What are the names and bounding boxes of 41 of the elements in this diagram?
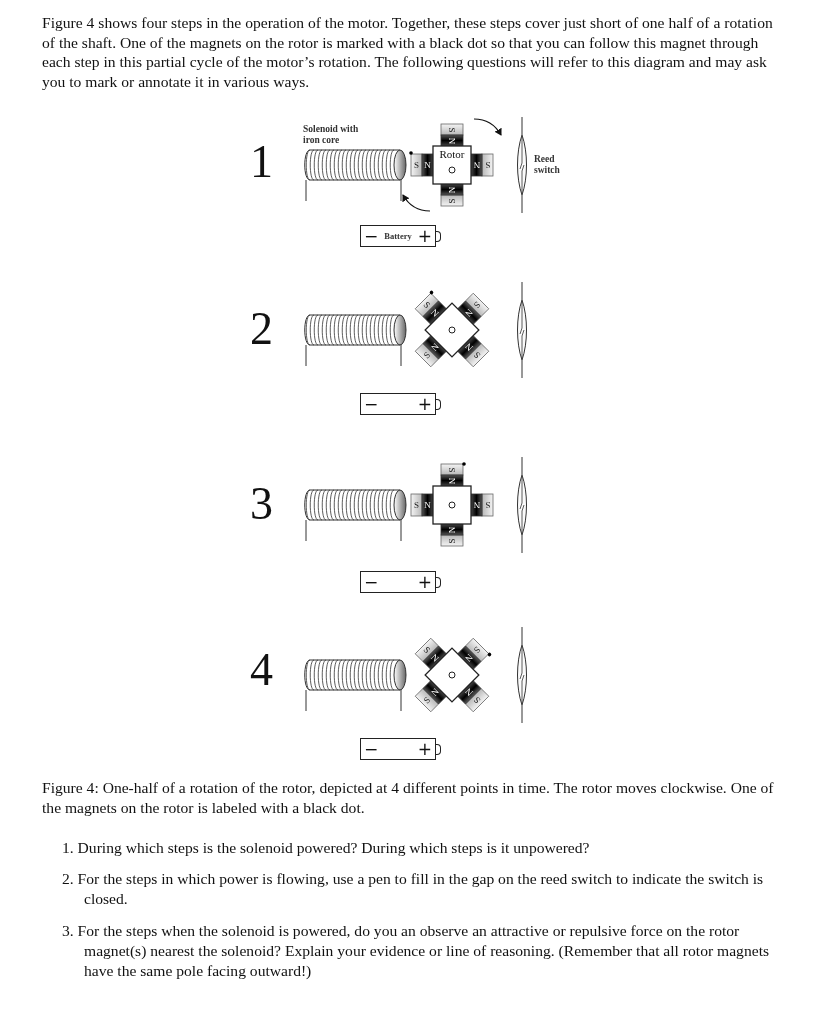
- rotor-label: Rotor: [438, 148, 466, 160]
- pole-letter: N: [446, 136, 458, 145]
- question-text: 3. For the steps when the solenoid is powered, do you an observe an attractive or repulsive force on the rotor magnet(s) nearest the solenoid? Explain your evidence or line of reasoning. (Remember that all rotor magnets have the same pole facing outward!): [62, 921, 771, 981]
- pole-letter: S: [446, 126, 458, 134]
- pole-letter: N: [423, 159, 432, 171]
- figure-caption: Figure 4: One-half of a rotation of the rotor, depicted at 4 different points in time. The rotor moves clockwise. One of the magnets on the rotor is labeled with a black dot.: [42, 778, 775, 817]
- pole-letter: N: [472, 499, 481, 511]
- battery-sign: −: [364, 395, 379, 413]
- component-label: Reed switch: [534, 154, 561, 176]
- pole-letter: S: [446, 466, 458, 474]
- battery-sign: −: [364, 573, 379, 591]
- pole-letter: N: [423, 499, 432, 511]
- component-label: Solenoid with iron core: [303, 124, 360, 146]
- step-number: 4: [250, 647, 273, 693]
- pole-letter: S: [484, 499, 491, 511]
- step-number: 2: [250, 306, 273, 352]
- battery-sign: −: [364, 227, 379, 245]
- battery-symbol: [360, 392, 442, 416]
- battery-sign: +: [417, 740, 432, 758]
- question-text: 1. During which steps is the solenoid powered? During which steps is it unpowered?: [62, 838, 591, 858]
- battery-label: Battery: [384, 231, 412, 241]
- pole-letter: S: [446, 537, 458, 545]
- pole-letter: S: [484, 159, 491, 171]
- question-text: 2. For the steps in which power is flowing, use a pen to fill in the gap on the reed switch to indicate the switch is closed.: [62, 869, 765, 909]
- battery-symbol: [360, 737, 442, 761]
- battery-symbol: [360, 570, 442, 594]
- battery-symbol: [360, 224, 442, 248]
- pole-letter: S: [413, 159, 420, 171]
- battery-sign: +: [417, 573, 432, 591]
- intro-paragraph: Figure 4 shows four steps in the operation of the motor. Together, these steps cover just short of one half of a rotation of the shaft. One of the magnets on the rotor is marked with a black dot so that you can follow this magnet through each step in this partial cycle of the motor’s rotation. The following questions will refer to this diagram and may ask you to mark or annotate it in various ways.: [42, 13, 774, 91]
- step-number: 1: [250, 139, 273, 185]
- pole-letter: S: [413, 499, 420, 511]
- battery-sign: −: [364, 740, 379, 758]
- pole-letter: N: [446, 185, 458, 194]
- pole-letter: N: [472, 159, 481, 171]
- battery-sign: +: [417, 227, 432, 245]
- battery-sign: +: [417, 395, 432, 413]
- pole-letter: N: [446, 476, 458, 485]
- pole-letter: S: [446, 197, 458, 205]
- pole-letter: N: [446, 525, 458, 534]
- step-number: 3: [250, 481, 273, 527]
